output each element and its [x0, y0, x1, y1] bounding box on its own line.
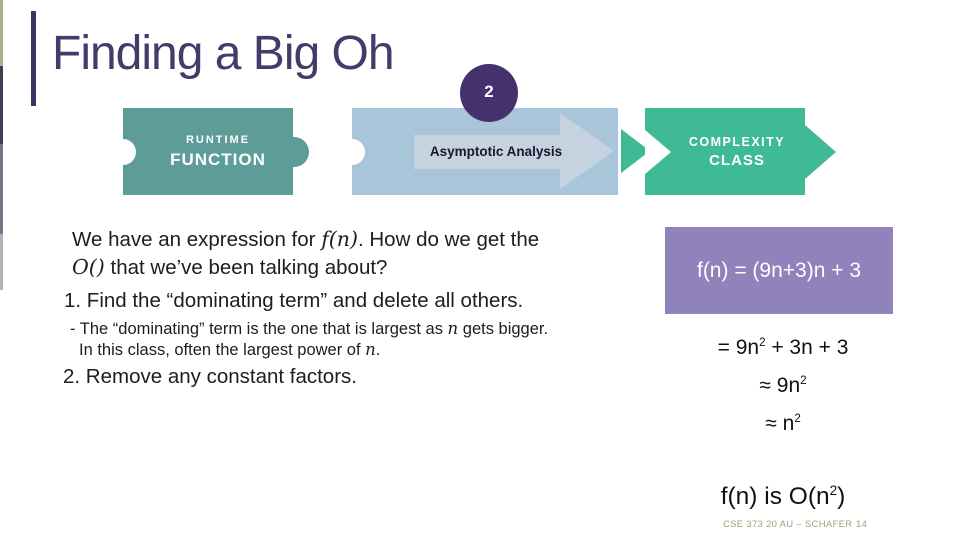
equation-dominating-term: ≈ 9n2: [648, 374, 918, 398]
chevron-notch-left: [645, 129, 671, 174]
eq-superscript: 2: [800, 375, 807, 387]
puzzle-notch-left: [110, 138, 136, 165]
page-title: Finding a Big Oh: [52, 27, 395, 80]
process-piece-runtime-function: RUNTIME FUNCTION: [110, 108, 309, 195]
intro-text: that we’ve been talking about?: [104, 256, 388, 279]
eq-text: ≈ n: [765, 412, 795, 435]
sub-text: gets bigger.: [458, 320, 549, 338]
math-n: n: [447, 319, 459, 338]
sub-text: In this class, often the largest power o…: [79, 341, 366, 359]
sub-text: .: [375, 341, 381, 359]
conclusion-text: ): [837, 483, 846, 511]
eq-superscript: 2: [794, 413, 801, 425]
conclusion-text: f(n) is O(n: [720, 483, 830, 511]
step-badge: 2: [460, 64, 518, 122]
sub-text: - The “dominating” term is the one that …: [70, 320, 448, 338]
intro-line-1: We have an expression for f(n). How do w…: [72, 227, 539, 252]
footer-course-label: CSE 373 20 AU – SCHAFER: [723, 519, 853, 530]
function-label: FUNCTION: [170, 149, 266, 169]
conclusion-big-o: f(n) is O(n2): [648, 483, 918, 511]
asymptotic-analysis-label: Asymptotic Analysis: [429, 144, 563, 159]
conclusion-superscript: 2: [829, 483, 838, 498]
intro-line-2: O() that we’ve been talking about?: [72, 255, 387, 280]
right-arrow-head: [560, 113, 614, 189]
edge-strip-segment-tan: [0, 0, 3, 66]
given-function-box: f(n) = (9n+3)n + 3: [665, 227, 893, 314]
process-piece-complexity-class: COMPLEXITY CLASS: [645, 108, 836, 195]
arrow-point-right: [805, 124, 836, 179]
right-arrow-body: [414, 135, 560, 169]
math-n: n: [365, 340, 376, 359]
equation-no-constants: ≈ n2: [648, 412, 918, 436]
process-piece-asymptotic-analysis: Asymptotic Analysis: [339, 108, 618, 195]
complexity-label: COMPLEXITY: [688, 134, 786, 149]
eq-text: ≈ 9n: [759, 374, 801, 397]
eq-text: = 9n: [717, 336, 760, 359]
edge-strip-segment-light: [0, 234, 3, 290]
edge-strip-segment-dark: [0, 66, 3, 144]
runtime-function-labels: RUNTIME FUNCTION: [123, 108, 293, 195]
sub-bullet-line-1: - The “dominating” term is the one that …: [70, 319, 548, 339]
list-item-1: 1. Find the “dominating term” and delete…: [64, 289, 524, 312]
equation-expanded: = 9n2 + 3n + 3: [648, 336, 918, 360]
edge-strip-segment-gray: [0, 144, 3, 234]
eq-superscript: 2: [759, 337, 766, 349]
runtime-label: RUNTIME: [185, 133, 251, 146]
intro-text: . How do we get the: [357, 228, 540, 251]
list-item-2: 2. Remove any constant factors.: [63, 365, 357, 388]
math-fn: f(n): [321, 227, 358, 251]
title-accent-bar: [31, 11, 36, 106]
footer-page-number: 14: [856, 519, 868, 530]
class-label: CLASS: [709, 151, 765, 169]
complexity-class-labels: COMPLEXITY CLASS: [645, 108, 805, 195]
math-bigo: O(): [72, 255, 105, 279]
sub-bullet-line-2: In this class, often the largest power o…: [79, 340, 380, 360]
puzzle-tab-right: [279, 136, 309, 167]
eq-text: + 3n + 3: [765, 336, 849, 359]
puzzle-notch-left: [339, 138, 365, 165]
intro-text: We have an expression for: [72, 228, 322, 251]
